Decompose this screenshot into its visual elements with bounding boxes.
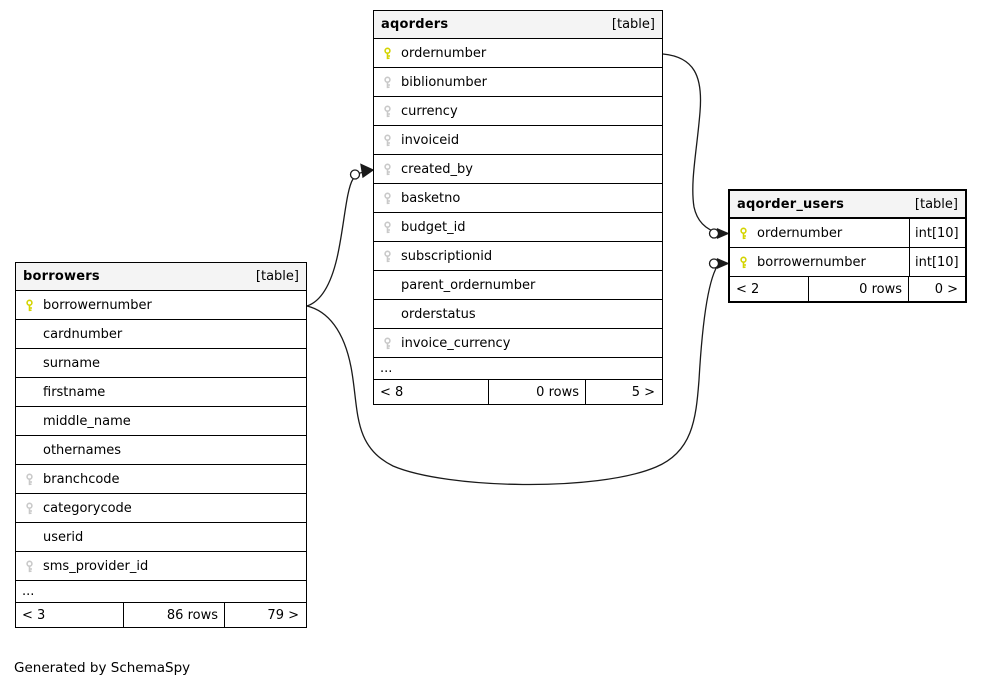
column-name: invoiceid <box>401 132 460 148</box>
primary-key-icon <box>23 299 36 312</box>
table-footer: < 2 0 rows 0 > <box>730 277 965 301</box>
row-count: 0 rows <box>488 380 585 404</box>
foreign-key-icon <box>381 163 394 176</box>
row-count: 86 rows <box>123 603 224 627</box>
column-row-currency: currency <box>374 97 662 126</box>
column-name: ordernumber <box>757 225 843 241</box>
column-row-middle-name: middle_name <box>16 407 306 436</box>
column-row-sms-provider-id: sms_provider_id <box>16 552 306 581</box>
column-row-basketno: basketno <box>374 184 662 213</box>
column-type: int[10] <box>909 219 965 247</box>
table-header-borrowers[interactable]: borrowers [table] <box>16 263 306 291</box>
column-name: created_by <box>401 161 473 177</box>
column-name: firstname <box>43 384 106 400</box>
table-name: aqorders <box>381 17 449 32</box>
generator-credit: Generated by SchemaSpy <box>14 660 191 676</box>
foreign-key-icon <box>381 105 394 118</box>
column-row-created-by: created_by <box>374 155 662 184</box>
column-row-firstname: firstname <box>16 378 306 407</box>
foreign-key-icon <box>23 502 36 515</box>
column-row-surname: surname <box>16 349 306 378</box>
table-name: borrowers <box>23 269 100 284</box>
relationship-line-aqorders-to-aqorder-users-ordernumber <box>662 53 720 235</box>
column-name: subscriptionid <box>401 248 493 264</box>
column-name: surname <box>43 355 100 371</box>
parents-count: < 3 <box>22 607 46 623</box>
column-name: middle_name <box>43 413 131 429</box>
primary-key-icon <box>737 227 750 240</box>
foreign-key-icon <box>381 192 394 205</box>
children-count: 0 > <box>908 277 964 301</box>
column-row-othernames: othernames <box>16 436 306 465</box>
relationship-line-borrowers-to-aqorders-created-by <box>306 170 368 307</box>
foreign-key-icon <box>381 337 394 350</box>
table-footer: < 8 0 rows 5 > <box>374 380 662 404</box>
column-row-userid: userid <box>16 523 306 552</box>
table-aqorder-users: aqorder_users [table] ordernumber int[10… <box>728 189 967 303</box>
column-row-cardnumber: cardnumber <box>16 320 306 349</box>
column-row-borrowernumber: borrowernumber <box>16 291 306 320</box>
table-aqorders: aqorders [table] ordernumber biblionumbe… <box>373 10 663 405</box>
arrowhead <box>360 163 375 179</box>
column-name: othernames <box>43 442 122 458</box>
column-name: userid <box>43 529 84 545</box>
column-row-branchcode: branchcode <box>16 465 306 494</box>
table-kind-badge: [table] <box>611 17 655 32</box>
zero-or-more-circle <box>708 228 720 239</box>
primary-key-icon <box>737 256 750 269</box>
column-row-invoice-currency: invoice_currency <box>374 329 662 358</box>
column-name: invoice_currency <box>401 335 511 351</box>
children-count: 79 > <box>224 603 305 627</box>
column-name: biblionumber <box>401 74 488 90</box>
foreign-key-icon <box>23 473 36 486</box>
column-row-ordernumber: ordernumber <box>374 39 662 68</box>
more-columns-ellipsis: ... <box>374 358 662 380</box>
foreign-key-icon <box>381 221 394 234</box>
column-row-orderstatus: orderstatus <box>374 300 662 329</box>
column-row-categorycode: categorycode <box>16 494 306 523</box>
foreign-key-icon <box>381 250 394 263</box>
column-name: borrowernumber <box>43 297 152 313</box>
column-row-parent-ordernumber: parent_ordernumber <box>374 271 662 300</box>
table-footer: < 3 86 rows 79 > <box>16 603 306 627</box>
parents-count: < 8 <box>380 384 404 400</box>
relationship-line-borrowers-to-aqorder-users-borrowernumber <box>306 263 720 486</box>
column-name: branchcode <box>43 471 120 487</box>
column-row-budget-id: budget_id <box>374 213 662 242</box>
table-name: aqorder_users <box>737 196 845 212</box>
table-borrowers: borrowers [table] borrowernumber cardnum… <box>15 262 307 628</box>
children-count: 5 > <box>585 380 661 404</box>
column-row-borrowernumber: borrowernumber int[10] <box>730 248 965 277</box>
more-columns-ellipsis: ... <box>16 581 306 603</box>
column-name: budget_id <box>401 219 466 235</box>
table-kind-badge: [table] <box>914 196 958 212</box>
column-name: cardnumber <box>43 326 123 342</box>
table-header-aqorders[interactable]: aqorders [table] <box>374 11 662 39</box>
column-name: basketno <box>401 190 461 206</box>
foreign-key-icon <box>381 76 394 89</box>
column-name: ordernumber <box>401 45 487 61</box>
parents-count: < 2 <box>736 281 760 297</box>
column-name: currency <box>401 103 458 119</box>
column-row-biblionumber: biblionumber <box>374 68 662 97</box>
column-name: orderstatus <box>401 306 476 322</box>
column-name: borrowernumber <box>757 254 866 270</box>
column-name: categorycode <box>43 500 132 516</box>
zero-or-more-circle <box>708 258 720 269</box>
foreign-key-icon <box>23 560 36 573</box>
foreign-key-icon <box>381 134 394 147</box>
column-name: sms_provider_id <box>43 558 149 574</box>
table-header-aqorder-users[interactable]: aqorder_users [table] <box>730 191 965 219</box>
table-kind-badge: [table] <box>255 269 299 284</box>
column-type: int[10] <box>909 248 965 276</box>
row-count: 0 rows <box>808 277 908 301</box>
primary-key-icon <box>381 47 394 60</box>
zero-or-more-circle <box>349 169 361 180</box>
column-name: parent_ordernumber <box>401 277 536 293</box>
column-row-invoiceid: invoiceid <box>374 126 662 155</box>
column-row-subscriptionid: subscriptionid <box>374 242 662 271</box>
column-row-ordernumber: ordernumber int[10] <box>730 219 965 248</box>
